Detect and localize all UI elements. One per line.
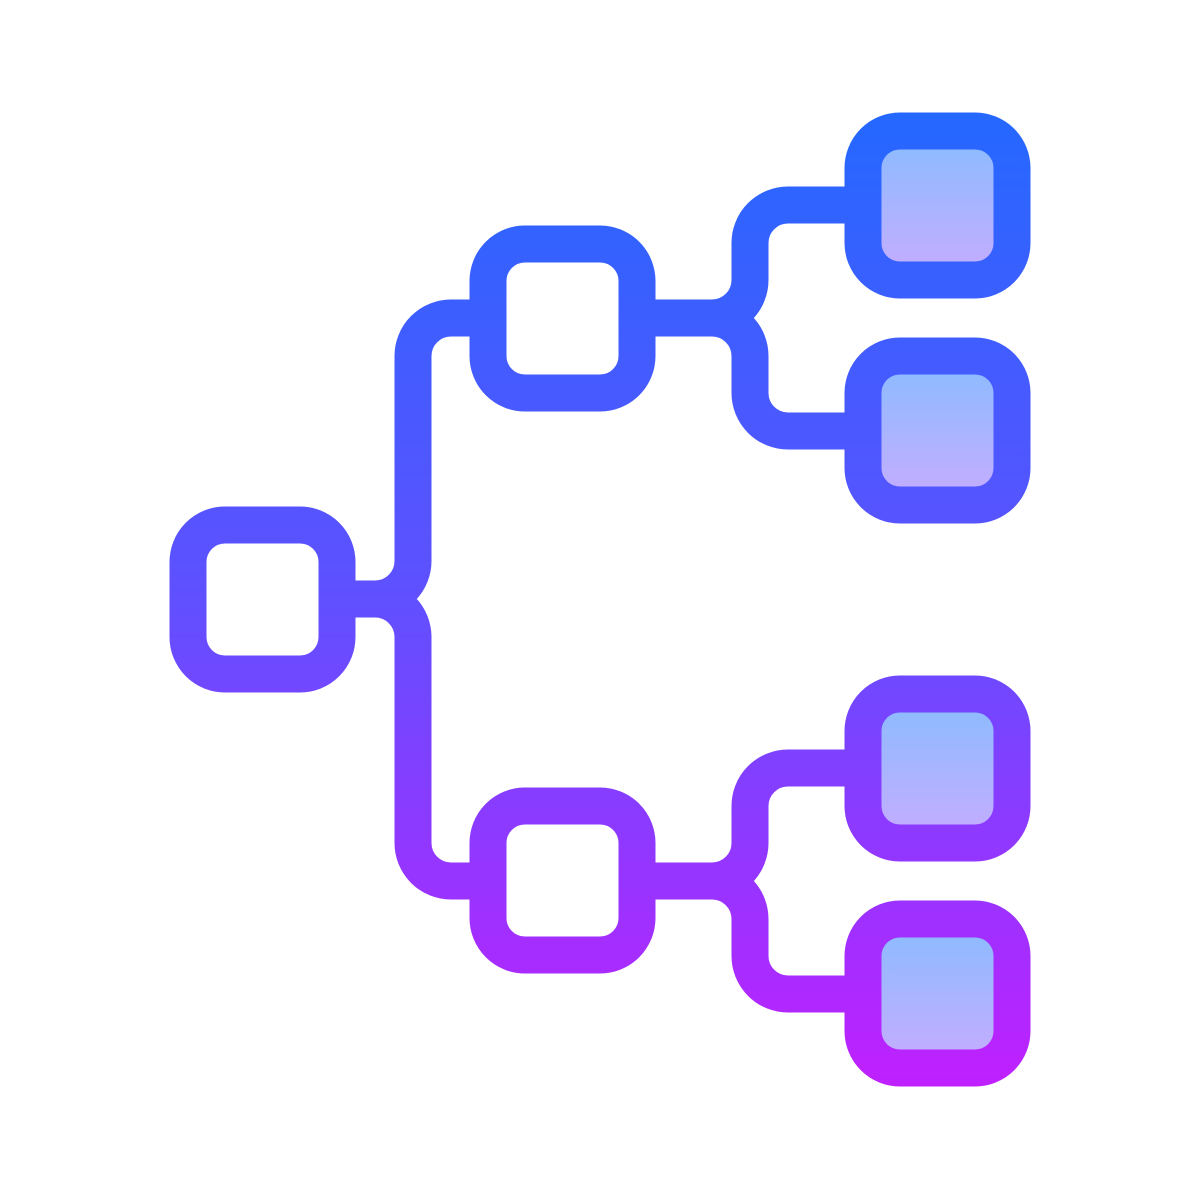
leaf-node-3 xyxy=(844,675,1031,862)
leaf-node-2 xyxy=(844,337,1031,524)
root-node xyxy=(169,506,356,693)
connector-bottom-branch-to-leaf-3 xyxy=(637,749,863,900)
connector-root-to-bottom-branch xyxy=(373,580,488,900)
branch-node-bottom xyxy=(469,787,656,974)
leaf-node-1 xyxy=(844,112,1031,299)
leaf-node-4 xyxy=(844,900,1031,1087)
connector-bottom-branch-to-leaf-4 xyxy=(710,862,863,1013)
connector-root-to-top-branch xyxy=(336,299,488,618)
branch-node-top xyxy=(469,225,656,412)
connector-top-branch-to-leaf-2 xyxy=(710,299,863,450)
connector-top-branch-to-leaf-1 xyxy=(637,186,863,337)
